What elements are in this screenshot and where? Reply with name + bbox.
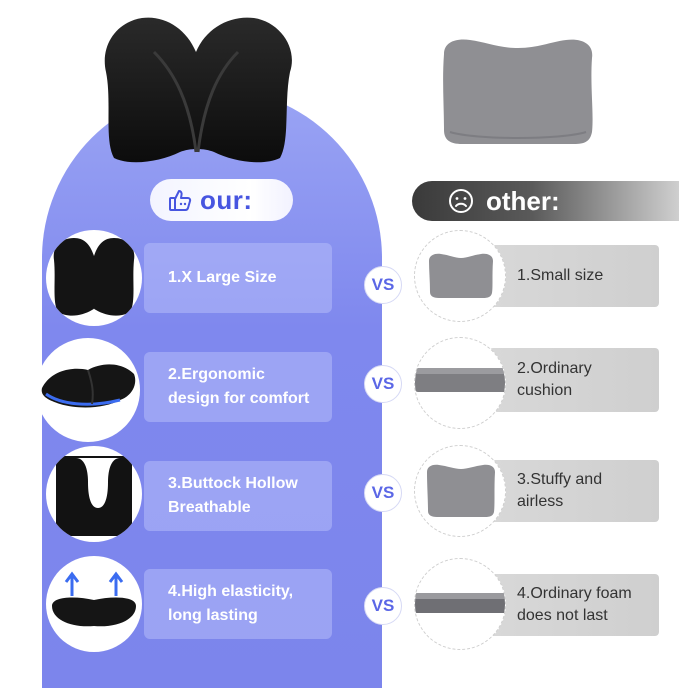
our-label: our: xyxy=(200,184,253,215)
our-feature-image-2 xyxy=(36,338,140,442)
our-feature-3: 3.Buttock Hollow Breathable xyxy=(144,461,332,531)
our-feature-2: 2.Ergonomic design for comfort xyxy=(144,352,332,422)
other-feature-image-2 xyxy=(414,337,506,429)
other-feature-3: 3.Stuffy and airless xyxy=(489,460,659,522)
our-feature-image-1 xyxy=(46,230,142,326)
vs-badge-4: VS xyxy=(364,587,402,625)
thumbs-up-icon xyxy=(169,190,192,211)
our-feature-text: 1.X Large Size xyxy=(168,269,277,286)
our-feature-1: 1.X Large Size xyxy=(144,243,332,313)
other-header: other: xyxy=(412,181,679,221)
our-feature-4: 4.High elasticity, long lasting xyxy=(144,569,332,639)
our-feature-image-4 xyxy=(46,556,142,652)
vs-badge-3: VS xyxy=(364,474,402,512)
vs-badge-2: VS xyxy=(364,365,402,403)
other-feature-4: 4.Ordinary foam does not last xyxy=(489,574,659,636)
our-feature-text: 4.High elasticity, long lasting xyxy=(168,583,294,624)
other-feature-text: 4.Ordinary foam does not last xyxy=(517,585,632,624)
other-feature-image-1 xyxy=(414,230,506,322)
other-feature-text: 1.Small size xyxy=(517,267,604,284)
other-feature-1: 1.Small size xyxy=(489,245,659,307)
our-header: our: xyxy=(150,179,293,221)
other-label: other: xyxy=(486,185,560,216)
sad-face-icon xyxy=(449,189,473,213)
other-cushion-image xyxy=(443,39,593,144)
other-feature-text: 3.Stuffy and airless xyxy=(517,471,603,510)
other-feature-image-4 xyxy=(414,558,506,650)
our-feature-text: 2.Ergonomic design for comfort xyxy=(168,366,310,407)
our-cushion-image xyxy=(104,17,292,163)
other-feature-2: 2.Ordinary cushion xyxy=(489,348,659,412)
our-feature-image-3 xyxy=(46,446,142,542)
other-feature-text: 2.Ordinary cushion xyxy=(517,360,592,399)
other-feature-image-3 xyxy=(414,445,506,537)
our-feature-text: 3.Buttock Hollow Breathable xyxy=(168,475,298,516)
vs-badge-1: VS xyxy=(364,266,402,304)
